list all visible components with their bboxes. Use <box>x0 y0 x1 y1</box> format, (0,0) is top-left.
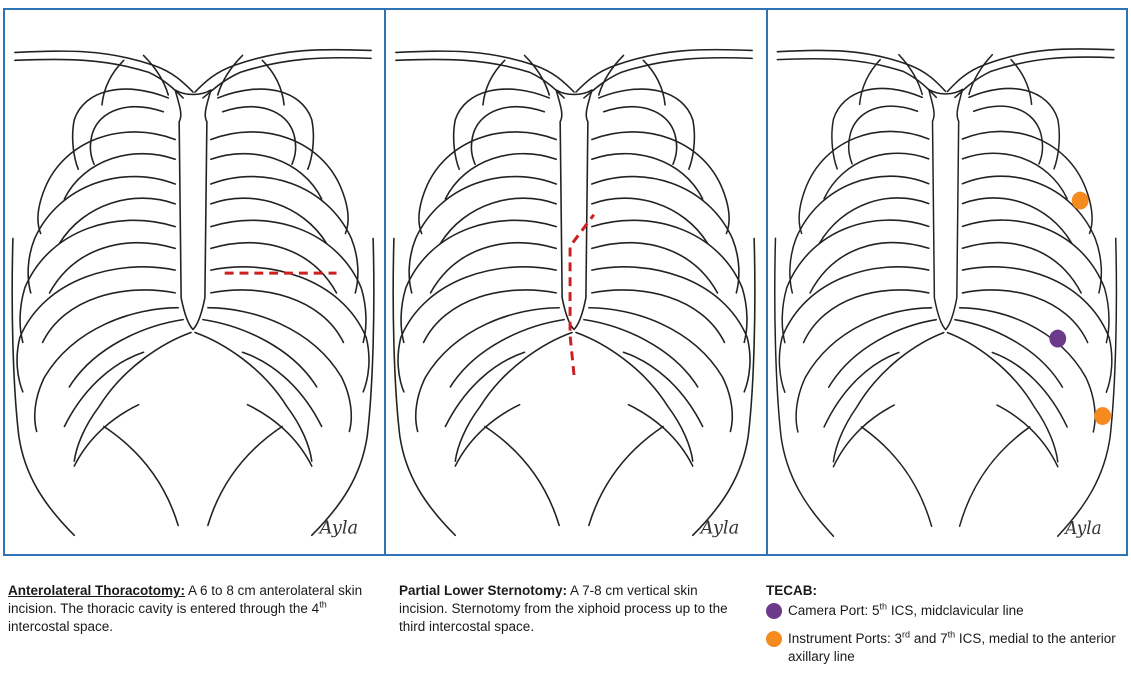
camera-port-dot <box>1049 330 1066 348</box>
artist-signature: Ayla <box>1063 519 1101 540</box>
caption-title: Partial Lower Sternotomy: <box>399 583 567 598</box>
ribcage-illustration: Ayla <box>768 10 1126 554</box>
instrument-port-lower-dot <box>1094 407 1111 425</box>
panel-anterolateral-thoracotomy: Ayla <box>3 8 386 556</box>
camera-port-legend-dot <box>766 603 782 619</box>
panels-row: Ayla Ayla Ayla <box>3 8 1128 564</box>
caption-tecab: TECAB: Camera Port: 5th ICS, midclavicul… <box>766 582 1126 666</box>
artist-signature: Ayla <box>699 517 740 538</box>
legend-superscript: rd <box>902 630 910 640</box>
instrument-port-legend-dot <box>766 631 782 647</box>
panel-tecab: Ayla <box>766 8 1128 556</box>
artist-signature: Ayla <box>318 517 359 538</box>
legend-label-end: ICS, midclavicular line <box>887 603 1024 618</box>
legend-camera-port: Camera Port: 5th ICS, midclavicular line <box>766 602 1126 620</box>
caption-title: Anterolateral Thoracotomy: <box>8 583 185 598</box>
caption-anterolateral-thoracotomy: Anterolateral Thoracotomy: A 6 to 8 cm a… <box>8 582 383 636</box>
legend-label-mid: and 7 <box>910 631 948 646</box>
caption-title: TECAB: <box>766 582 1126 600</box>
legend-label: Camera Port: 5 <box>788 603 880 618</box>
legend-superscript: th <box>880 602 888 612</box>
ribcage-illustration: Ayla <box>386 10 766 554</box>
legend-label: Instrument Ports: 3 <box>788 631 902 646</box>
sternotomy-incision-line <box>570 215 594 375</box>
panel-partial-lower-sternotomy: Ayla <box>384 8 768 556</box>
ribcage-illustration: Ayla <box>5 10 384 554</box>
caption-partial-lower-sternotomy: Partial Lower Sternotomy: A 7-8 cm verti… <box>399 582 749 636</box>
legend-instrument-ports: Instrument Ports: 3rd and 7th ICS, media… <box>766 630 1126 666</box>
caption-text-end: intercostal space. <box>8 619 113 634</box>
legend-superscript-2: th <box>948 630 956 640</box>
caption-superscript: th <box>319 600 327 610</box>
instrument-port-upper-dot <box>1072 192 1089 210</box>
